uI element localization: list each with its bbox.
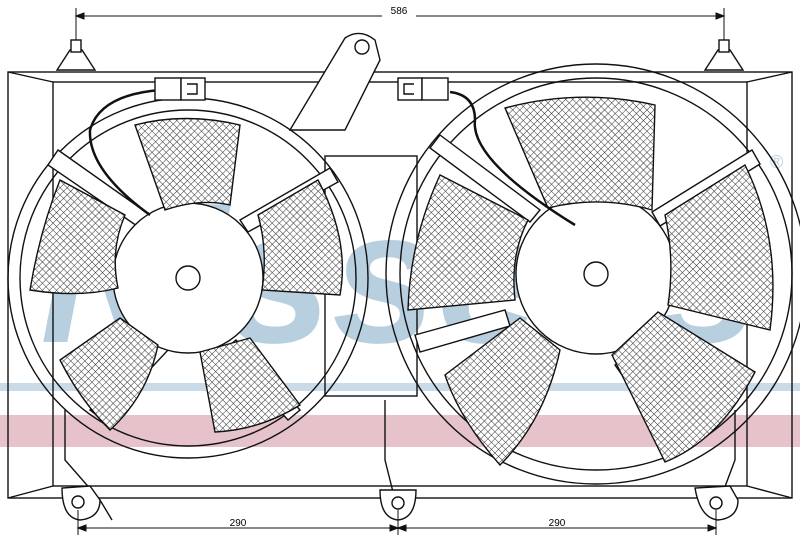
mounting-tabs — [55, 32, 745, 521]
right-fan-blade — [664, 163, 774, 331]
right-fan-blade — [407, 174, 529, 311]
right-fan-center — [583, 261, 609, 287]
dim-label-overall: 586 — [391, 6, 408, 17]
left-fan-blade — [257, 179, 344, 296]
right-fan-blade — [444, 317, 561, 467]
mount-tab-bottom-left — [61, 485, 101, 521]
right-fan-ring-inner — [399, 77, 793, 471]
right-fan-blade — [611, 311, 756, 463]
left-fan-blade — [199, 337, 302, 433]
dim-label-left-spacing: 290 — [230, 518, 247, 529]
mount-tab-bottom-right — [694, 485, 739, 521]
mount-tab-top-center — [288, 32, 381, 131]
left-fan-blade — [134, 117, 241, 211]
dimension-lines — [74, 8, 726, 535]
left-fan-blade — [29, 179, 126, 295]
left-fan-connector — [154, 77, 206, 101]
left-fan-ring-inner — [19, 109, 357, 447]
watermark-stripe-blue — [0, 383, 800, 391]
left-fan-center — [175, 265, 201, 291]
left-fan-blade — [59, 317, 159, 431]
dim-label-right-spacing: 290 — [549, 518, 566, 529]
right-fan — [385, 63, 800, 485]
watermark-registered-mark: ® — [770, 152, 783, 172]
dimension-labels: 586 290 290 — [230, 4, 566, 529]
left-fan — [7, 77, 369, 459]
right-fan-wire — [449, 90, 576, 227]
right-fan-connector — [397, 77, 449, 101]
mount-tab-top-right — [703, 39, 745, 71]
mount-tab-top-left — [55, 39, 97, 71]
right-fan-ring-outer — [385, 63, 800, 485]
left-fan-wire — [88, 88, 161, 217]
right-fan-blade — [504, 96, 656, 211]
